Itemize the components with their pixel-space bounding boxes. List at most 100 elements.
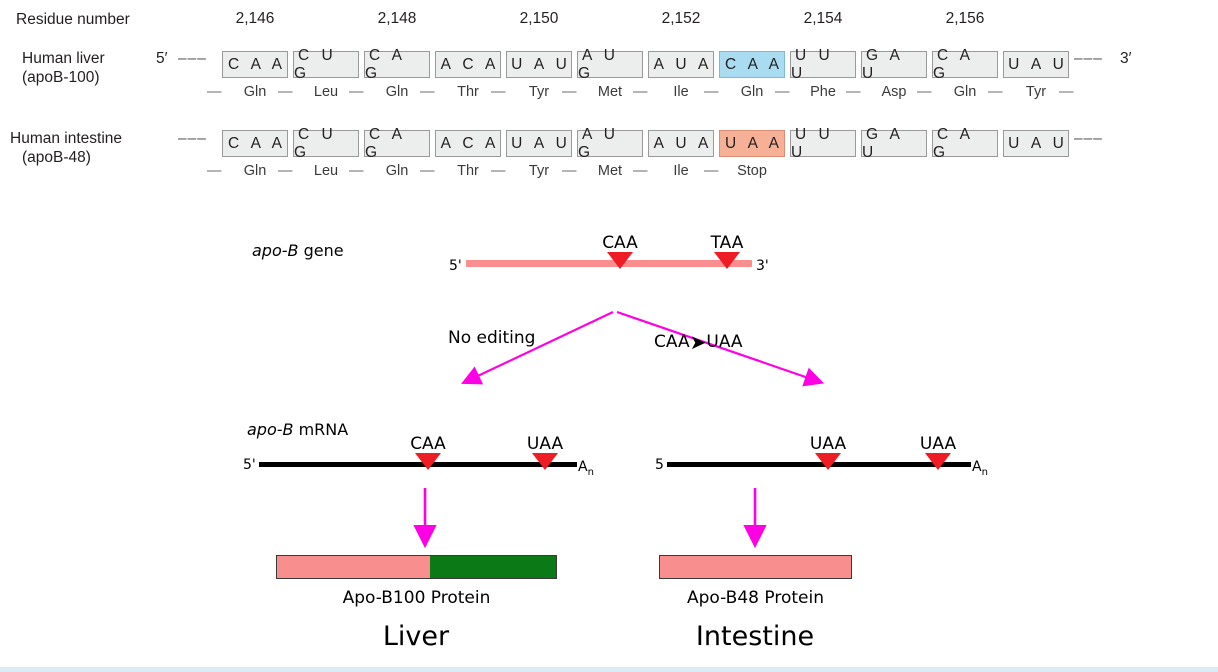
liver-five-prime: 5′: [156, 50, 168, 67]
sequence-panel: Residue number 2,146 2,148 2,150 2,152 2…: [0, 0, 1218, 200]
aa-liver-12: Tyr: [1025, 84, 1047, 100]
codon-intestine-6: A U G: [577, 126, 643, 161]
intestine-aa-dash-3: —: [420, 163, 435, 179]
codon-liver-9: U U U: [790, 47, 856, 82]
intestine-right-dashes: –––: [1074, 130, 1103, 147]
liver-aa-dash-12: —: [1059, 84, 1074, 100]
codon-liver-5: U A U: [506, 51, 572, 78]
bottom-accent-strip: [0, 667, 1218, 672]
mrna-left-polya-a: A: [578, 459, 588, 475]
protein-segment-pink-b100: [277, 556, 431, 578]
liver-aa-dash-1: —: [278, 84, 293, 100]
codon-liver-1: C A A: [222, 51, 288, 78]
codon-liver-7: A U A: [648, 51, 714, 78]
protein-caption-apo-b100: Apo-B100 Protein: [342, 588, 491, 608]
branch-label-no-editing: No editing: [448, 328, 536, 348]
mrna-right-polya-a: A: [972, 459, 982, 475]
mrna-left-polya-n: n: [587, 466, 594, 478]
row-label-human-liver-line1: Human liver: [22, 50, 105, 67]
protein-segment-pink-b48: [660, 556, 851, 578]
liver-three-prime: 3′: [1120, 50, 1132, 67]
row-label-human-liver-line2: (apoB-100): [22, 69, 100, 86]
aa-intestine-6: Met: [597, 163, 623, 179]
row-label-human-intestine-line1: Human intestine: [10, 130, 123, 147]
aa-intestine-7: Ile: [673, 163, 689, 179]
codon-intestine-1: C A A: [222, 130, 288, 157]
mrna-left-marker-label-1: CAA: [410, 434, 446, 454]
aa-liver-10: Asp: [881, 84, 907, 100]
intestine-aa-dash-1: —: [278, 163, 293, 179]
residue-number-2146: 2,146: [235, 10, 275, 27]
liver-left-dashes: –––: [178, 50, 207, 67]
apob-mrna-label-rest: mRNA: [293, 420, 349, 439]
intestine-aa-dash-5: —: [562, 163, 577, 179]
conversion-arrow-icon: ➤: [689, 330, 707, 354]
liver-aa-dash-3: —: [420, 84, 435, 100]
aa-liver-5: Tyr: [528, 84, 550, 100]
liver-aa-dash-2: —: [349, 84, 364, 100]
intestine-aa-dash-4: —: [491, 163, 506, 179]
apob-gene-label: apo-B gene: [252, 241, 344, 260]
intestine-aa-dash-6: —: [633, 163, 648, 179]
residue-number-label: Residue number: [16, 11, 130, 28]
gene-marker-label-caa: CAA: [602, 233, 638, 253]
codon-liver-12: U A U: [1003, 51, 1069, 78]
residue-number-2150: 2,150: [519, 10, 559, 27]
codon-intestine-12: U A U: [1003, 130, 1069, 157]
liver-aa-dash-5: —: [562, 84, 577, 100]
aa-liver-1: Gln: [243, 84, 267, 100]
residue-number-2154: 2,154: [803, 10, 843, 27]
liver-aa-dash-7: —: [704, 84, 719, 100]
codon-liver-11: C A G: [932, 47, 998, 82]
codon-intestine-3: C A G: [364, 126, 430, 161]
mrna-right-polya-n: n: [981, 466, 988, 478]
liver-aa-dash-8: —: [775, 84, 790, 100]
protein-bar-apo-b100: [276, 555, 557, 579]
gene-marker-triangle-taa: [714, 252, 740, 269]
codon-intestine-11: C A G: [932, 126, 998, 161]
liver-aa-dash-10: —: [917, 84, 932, 100]
liver-aa-dash-0: —: [207, 84, 222, 100]
gene-marker-triangle-caa: [607, 252, 633, 269]
intestine-aa-dash-2: —: [349, 163, 364, 179]
mrna-right-marker-label-2: UAA: [919, 434, 957, 454]
mrna-left-marker-triangle-2: [532, 453, 558, 470]
codon-liver-8-highlighted: C A A: [719, 51, 785, 78]
intestine-aa-dash-7: —: [704, 163, 719, 179]
aa-intestine-1: Gln: [243, 163, 267, 179]
gene-five-prime: 5': [449, 258, 462, 274]
codon-liver-3: C A G: [364, 47, 430, 82]
codon-liver-6: A U G: [577, 47, 643, 82]
aa-liver-8: Gln: [740, 84, 764, 100]
mrna-right-polya: An: [972, 459, 988, 478]
editing-diagram-panel: apo-B gene 5' 3' CAA TAA No editing CAA➤…: [0, 200, 1218, 672]
gene-three-prime: 3': [756, 258, 769, 274]
mrna-right-marker-triangle-1: [815, 453, 841, 470]
intestine-left-dashes: –––: [178, 130, 207, 147]
tissue-caption-liver: Liver: [382, 621, 450, 652]
row-label-human-intestine-line2: (apoB-48): [22, 149, 91, 166]
apob-gene-label-rest: gene: [298, 241, 344, 260]
mrna-right-marker-label-1: UAA: [809, 434, 847, 454]
liver-right-dashes: –––: [1074, 50, 1103, 67]
aa-liver-2: Leu: [313, 84, 339, 100]
residue-number-2156: 2,156: [945, 10, 985, 27]
aa-liver-3: Gln: [385, 84, 409, 100]
codon-liver-4: A C A: [435, 51, 501, 78]
aa-liver-9: Phe: [810, 84, 836, 100]
codon-liver-2: C U G: [293, 47, 359, 82]
branch-arrows-svg: [413, 310, 825, 549]
protein-bar-apo-b48: [659, 555, 852, 579]
liver-aa-dash-6: —: [633, 84, 648, 100]
aa-intestine-4: Thr: [457, 163, 479, 179]
aa-intestine-2: Leu: [313, 163, 339, 179]
codon-intestine-4: A C A: [435, 130, 501, 157]
protein-segment-green-b100: [430, 556, 556, 578]
mrna-left-polya: An: [578, 459, 594, 478]
aa-liver-4: Thr: [457, 84, 479, 100]
branch-label-editing-after: UAA: [706, 332, 743, 352]
aa-intestine-5: Tyr: [528, 163, 550, 179]
branch-label-editing: CAA➤UAA: [654, 328, 743, 354]
tissue-caption-intestine: Intestine: [695, 621, 815, 652]
mrna-left-marker-label-2: UAA: [526, 434, 564, 454]
